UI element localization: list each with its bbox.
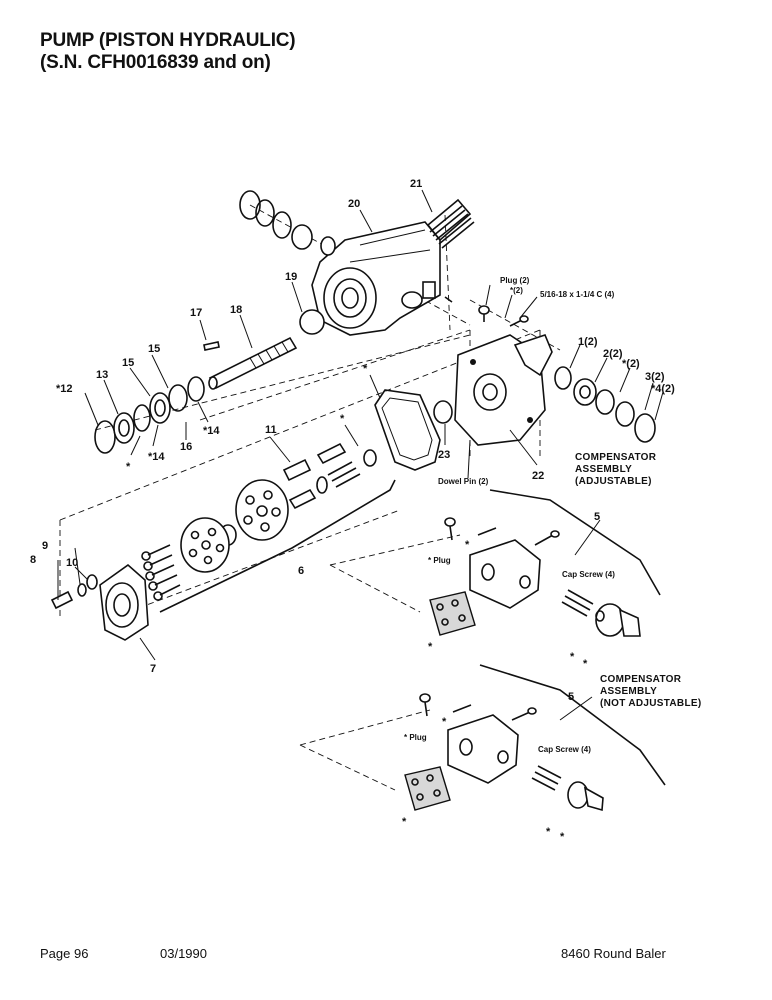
callout-20: 20 (348, 198, 360, 210)
compensator-not-adjustable (419, 693, 604, 812)
caption-not-adjustable-line3: (NOT ADJUSTABLE) (600, 698, 701, 709)
gasket (374, 389, 441, 471)
callout-18: 18 (230, 304, 242, 316)
callout-3: 3(2) (645, 371, 665, 383)
compensator-plate-not-adjustable (404, 766, 451, 811)
label-star-plug-adjustable: * Plug (428, 556, 451, 565)
callout-17: 17 (190, 307, 202, 319)
cover-screws (444, 296, 529, 327)
callout-8: 8 (30, 554, 36, 566)
bracket-part-6 (159, 479, 396, 613)
star-seal-a-not-adjustable: * (546, 826, 551, 838)
label-plug-2: Plug (2) (500, 276, 530, 285)
label-cap-screw-adjustable: Cap Screw (4) (562, 570, 615, 579)
callout-19: 19 (285, 271, 297, 283)
star-12: * (126, 461, 131, 473)
cover-seal-parts-1-4 (554, 366, 656, 443)
compensator-plate-adjustable (429, 591, 476, 636)
star-seal-b-adjustable: * (583, 658, 588, 670)
callout-14a: *14 (148, 451, 165, 463)
callout-14b: *14 (203, 425, 220, 437)
key-part-17 (203, 341, 220, 351)
serial-number-range: (S.N. CFH0016839 and on) (40, 52, 271, 73)
callout-21: 21 (410, 178, 422, 190)
pistons (141, 544, 181, 601)
bearing-part-19 (299, 309, 325, 335)
star-2-ring: *(2) (622, 358, 640, 370)
parts-8-10 (50, 574, 98, 610)
assembly-captions: COMPENSATOR ASSEMBLY (ADJUSTABLE) COMPEN… (575, 452, 701, 709)
revision-date: 03/1990 (160, 946, 207, 961)
callout-2: 2(2) (603, 348, 623, 360)
page-number: Page 96 (40, 946, 89, 961)
star-oring-not-adjustable: * (442, 716, 447, 728)
cylinder-block-part-6 (180, 479, 289, 573)
callout-13: 13 (96, 369, 108, 381)
star-11: * (340, 413, 345, 425)
callout-7: 7 (150, 663, 156, 675)
callout-labels: 21 20 19 18 17 *12 13 15 15 * *14 16 *14… (30, 178, 675, 843)
star-oring-adjustable: * (465, 539, 470, 551)
callout-6: 6 (298, 565, 304, 577)
star-gasket: * (363, 363, 368, 375)
housing-seal-rings (239, 190, 336, 256)
label-dowel-pin: Dowel Pin (2) (438, 477, 489, 486)
caption-adjustable-line1: COMPENSATOR (575, 452, 657, 463)
pins-part-11 (282, 442, 377, 510)
label-star-plug-not-adjustable: * Plug (404, 733, 427, 742)
caption-adjustable-line2: ASSEMBLY (575, 464, 632, 475)
caption-not-adjustable-line2: ASSEMBLY (600, 686, 657, 697)
end-cover-part-22 (454, 334, 553, 446)
star-plate-adjustable: * (428, 641, 433, 653)
callout-4: *4(2) (651, 383, 675, 395)
model-name: 8460 Round Baler (561, 946, 666, 961)
star-plate-not-adjustable: * (402, 816, 407, 828)
callout-5-not-adjustable: 5 (568, 691, 574, 703)
bracket-part-5-lower (479, 664, 666, 786)
caption-not-adjustable-line1: COMPENSATOR (600, 674, 682, 685)
bearing-part-23 (433, 400, 453, 424)
bracket-part-5-upper (489, 489, 661, 596)
star-2-screw: *(2) (510, 286, 523, 295)
spring-part-21 (426, 198, 475, 249)
swash-plate-part-7 (99, 563, 149, 641)
callout-1: 1(2) (578, 336, 598, 348)
caption-adjustable-line3: (ADJUSTABLE) (575, 476, 652, 487)
page-title: PUMP (PISTON HYDRAULIC) (40, 30, 296, 51)
callout-12: *12 (56, 383, 73, 395)
callout-10: 10 (66, 557, 78, 569)
callout-5-adjustable: 5 (594, 511, 600, 523)
shaft-seal-stack (94, 376, 205, 454)
callout-9: 9 (42, 540, 48, 552)
callout-22: 22 (532, 470, 544, 482)
label-cap-screw-not-adjustable: Cap Screw (4) (538, 745, 591, 754)
compensator-adjustable (444, 517, 641, 637)
callout-11: 11 (265, 424, 277, 436)
callout-16: 16 (180, 441, 192, 453)
callout-23: 23 (438, 449, 450, 461)
callout-15a: 15 (122, 357, 134, 369)
callout-15b: 15 (148, 343, 160, 355)
star-seal-a-adjustable: * (570, 651, 575, 663)
drive-shaft-part-18 (208, 336, 298, 390)
leader-lines (57, 189, 664, 721)
pump-housing-part-20 (311, 221, 441, 336)
star-seal-b-not-adjustable: * (560, 831, 565, 843)
label-screw-spec: 5/16-18 x 1-1/4 C (4) (540, 290, 615, 299)
